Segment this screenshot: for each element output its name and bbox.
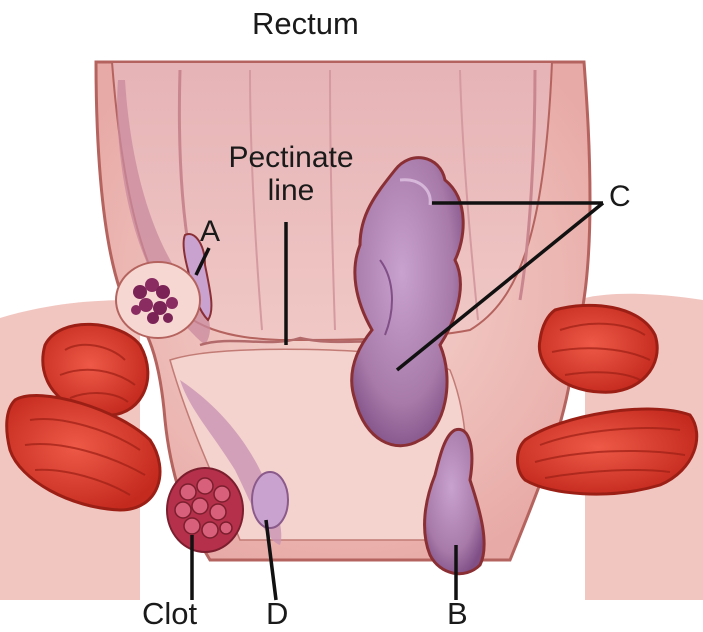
- upper-clot-cluster: [116, 262, 200, 338]
- label-pectinate-line-2: line: [201, 176, 381, 206]
- label-c: C: [609, 182, 631, 212]
- label-pectinate-line-1: Pectinate: [201, 143, 381, 173]
- label-clot: Clot: [142, 598, 197, 629]
- label-b: B: [447, 598, 468, 629]
- label-d: D: [266, 598, 288, 629]
- right-sphincter-muscle-upper: [539, 305, 657, 392]
- label-rectum: Rectum: [252, 8, 359, 39]
- label-pectinate-line: Pectinate line: [201, 143, 381, 206]
- skin-tag-d: [252, 472, 288, 528]
- lower-clot-cluster: [167, 468, 243, 552]
- label-a: A: [200, 217, 220, 247]
